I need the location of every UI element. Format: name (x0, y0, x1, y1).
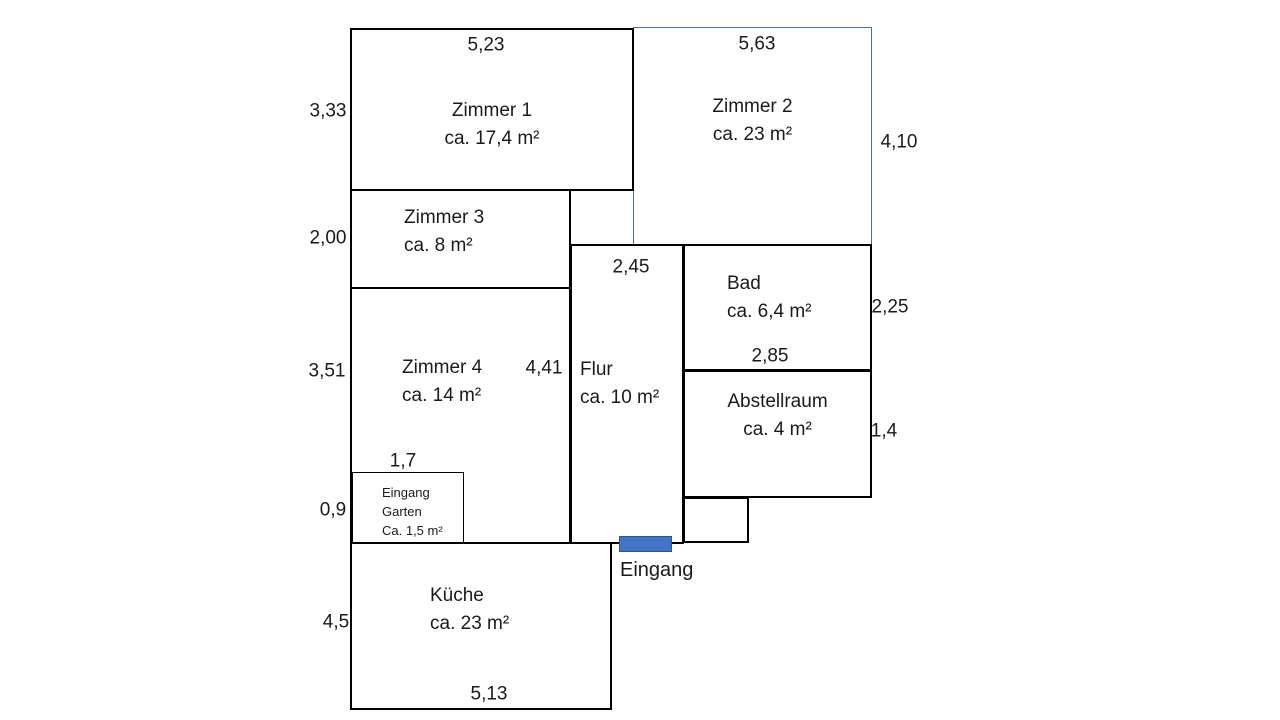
room-name: Flur (580, 359, 613, 380)
room-label-zimmer2: Zimmer 2 ca. 23 m² (633, 93, 872, 149)
room-label-kueche: Küche ca. 23 m² (430, 582, 509, 638)
dim-zimmer3-height: 2,00 (309, 227, 347, 249)
room-area: ca. 14 m² (402, 385, 482, 406)
garden-line: Garten (382, 504, 422, 519)
room-area: ca. 4 m² (743, 419, 812, 440)
room-box-abstellraum (683, 370, 872, 498)
room-label-garden-entry: Eingang Garten Ca. 1,5 m² (382, 483, 443, 540)
dim-bad-width: 2,85 (751, 345, 789, 367)
room-area: ca. 17,4 m² (444, 128, 540, 149)
garden-line: Ca. 1,5 m² (382, 523, 443, 538)
room-area: ca. 23 m² (712, 124, 793, 145)
dim-garden-height: 0,9 (319, 499, 347, 521)
room-area: ca. 23 m² (430, 613, 510, 634)
room-area: ca. 8 m² (404, 235, 473, 256)
dim-zimmer1-height: 3,33 (309, 100, 347, 122)
dim-bad-height: 2,25 (871, 296, 909, 318)
room-name: Zimmer 3 (404, 207, 485, 228)
room-name: Küche (430, 585, 484, 606)
entrance-label: Eingang (620, 559, 694, 581)
room-label-abstellraum: Abstellraum ca. 4 m² (683, 388, 872, 444)
room-label-zimmer1: Zimmer 1 ca. 17,4 m² (350, 97, 634, 153)
room-box-garden-entry (352, 472, 464, 544)
dim-zimmer2-width: 5,63 (738, 33, 776, 55)
dim-abstellraum-height: 1,4 (870, 420, 898, 442)
room-area: ca. 10 m² (580, 387, 660, 408)
dim-zimmer4-inner: 4,41 (525, 357, 563, 379)
dim-zimmer4-height: 3,51 (308, 360, 346, 382)
room-name: Bad (727, 273, 761, 294)
room-label-flur: Flur ca. 10 m² (580, 356, 659, 412)
dim-flur-width: 2,45 (612, 256, 650, 278)
dim-zimmer2-height: 4,10 (880, 131, 918, 153)
room-label-zimmer4: Zimmer 4 ca. 14 m² (402, 354, 482, 410)
entrance-door-marker (619, 536, 672, 552)
room-name: Zimmer 2 (712, 96, 793, 117)
room-box-vestibule (683, 497, 749, 543)
room-box-kueche (350, 542, 612, 710)
dim-kueche-width: 5,13 (470, 683, 508, 705)
room-label-bad: Bad ca. 6,4 m² (727, 270, 811, 326)
dim-kueche-height: 4,5 (322, 611, 350, 633)
dim-zimmer1-width: 5,23 (467, 34, 505, 56)
garden-line: Eingang (382, 485, 430, 500)
room-label-zimmer3: Zimmer 3 ca. 8 m² (404, 204, 484, 260)
room-name: Zimmer 1 (451, 100, 533, 121)
room-name: Abstellraum (727, 391, 828, 412)
room-area: ca. 6,4 m² (727, 301, 812, 322)
dim-garden-width: 1,7 (389, 450, 417, 472)
room-name: Zimmer 4 (402, 357, 483, 378)
